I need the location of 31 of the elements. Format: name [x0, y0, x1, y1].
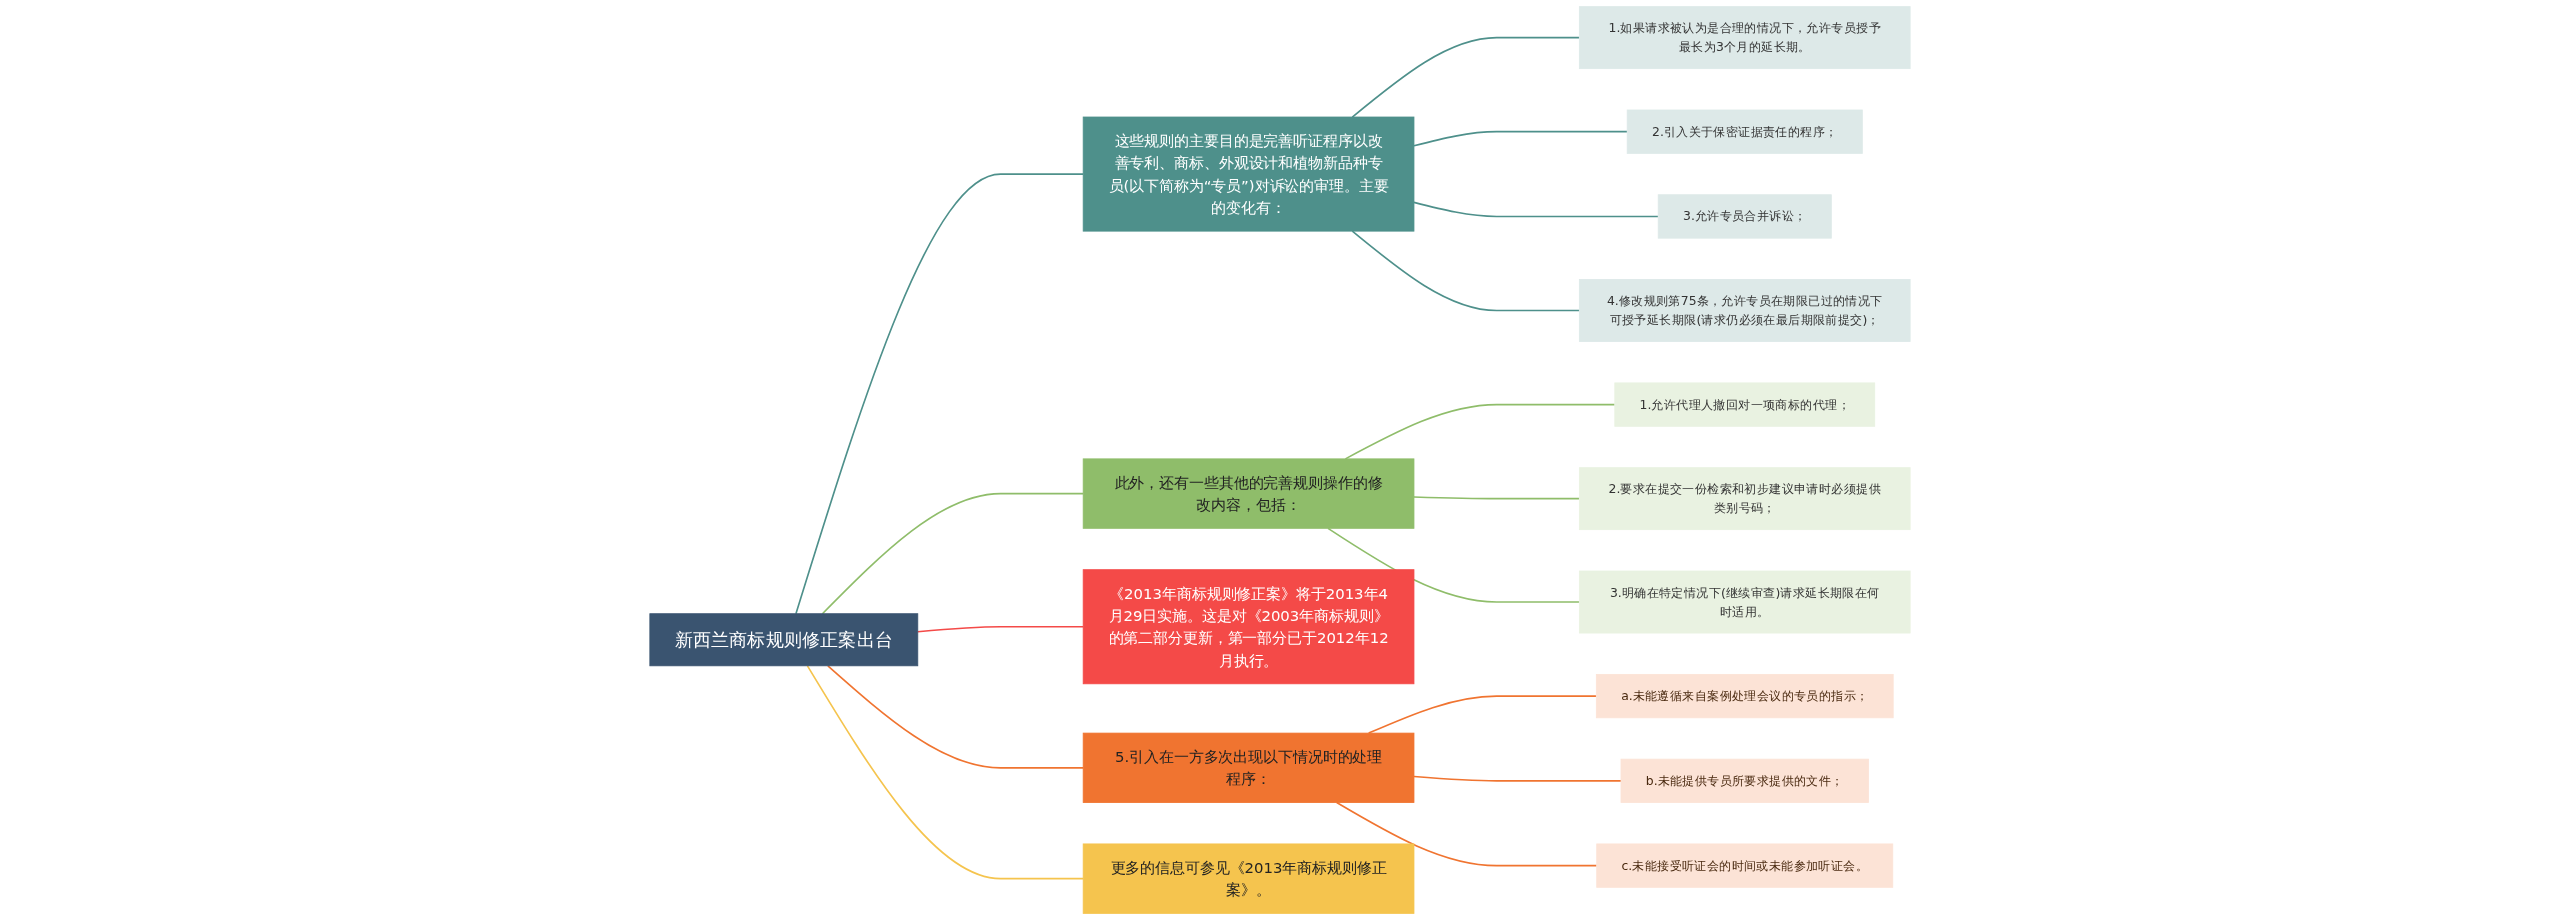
- connector: [1413, 201, 1660, 218]
- connector: [1335, 801, 1598, 867]
- node-box: 3.允许专员合并诉讼；: [1657, 194, 1832, 239]
- node-box: 新西兰商标规则修正案出台: [649, 613, 919, 667]
- connector: [1413, 130, 1629, 147]
- node-box: 4.修改规则第75条，允许专员在期限已过的情况下可授予延长期限(请求仍必须在最后期限前提交)；: [1578, 279, 1911, 342]
- connector: [1344, 403, 1616, 460]
- connector: [821, 492, 1084, 615]
- node-box: 此外，还有一些其他的完善规则操作的修改内容，包括：: [1082, 458, 1415, 529]
- connector: [1367, 695, 1598, 734]
- node-box: 2.要求在提交一份检索和初步建议申请时必须提供类别号码；: [1578, 467, 1911, 531]
- connector: [1351, 36, 1581, 118]
- connector: [806, 665, 1084, 880]
- connector: [1351, 230, 1581, 312]
- node-box: 1.如果请求被认为是合理的情况下，允许专员授予最长为3个月的延长期。: [1578, 6, 1911, 70]
- node-box: 这些规则的主要目的是完善听证程序以改善专利、商标、外观设计和植物新品种专员(以下简称为“专员”)对诉讼的审理。主要的变化有：: [1082, 116, 1415, 232]
- node-box: 1.允许代理人撤回对一项商标的代理；: [1614, 382, 1876, 427]
- node-box: 2.引入关于保密证据责任的程序；: [1626, 109, 1863, 154]
- node-box: 更多的信息可参见《2013年商标规则修正案》。: [1082, 843, 1415, 914]
- node-box: a.未能遵循来自案例处理会议的专员的指示；: [1595, 673, 1894, 719]
- connector: [1413, 775, 1622, 782]
- node-box: c.未能接受听证会的时间或未能参加听证会。: [1596, 843, 1894, 888]
- node-box: b.未能提供专员所要求提供的文件；: [1620, 758, 1869, 803]
- node-box: 3.明确在特定情况下(继续审查)请求延长期限在何时适用。: [1578, 570, 1911, 634]
- connector: [795, 173, 1084, 615]
- connector: [1327, 527, 1581, 603]
- connector: [827, 665, 1084, 769]
- connector: [1413, 496, 1581, 500]
- node-box: 《2013年商标规则修正案》将于2013年4月29日实施。这是对《2003年商标规则》的第二部分更新，第一部分已于2012年12月执行。: [1082, 569, 1415, 685]
- connector: [916, 625, 1084, 633]
- node-box: 5.引入在一方多次出现以下情况时的处理程序：: [1082, 732, 1415, 803]
